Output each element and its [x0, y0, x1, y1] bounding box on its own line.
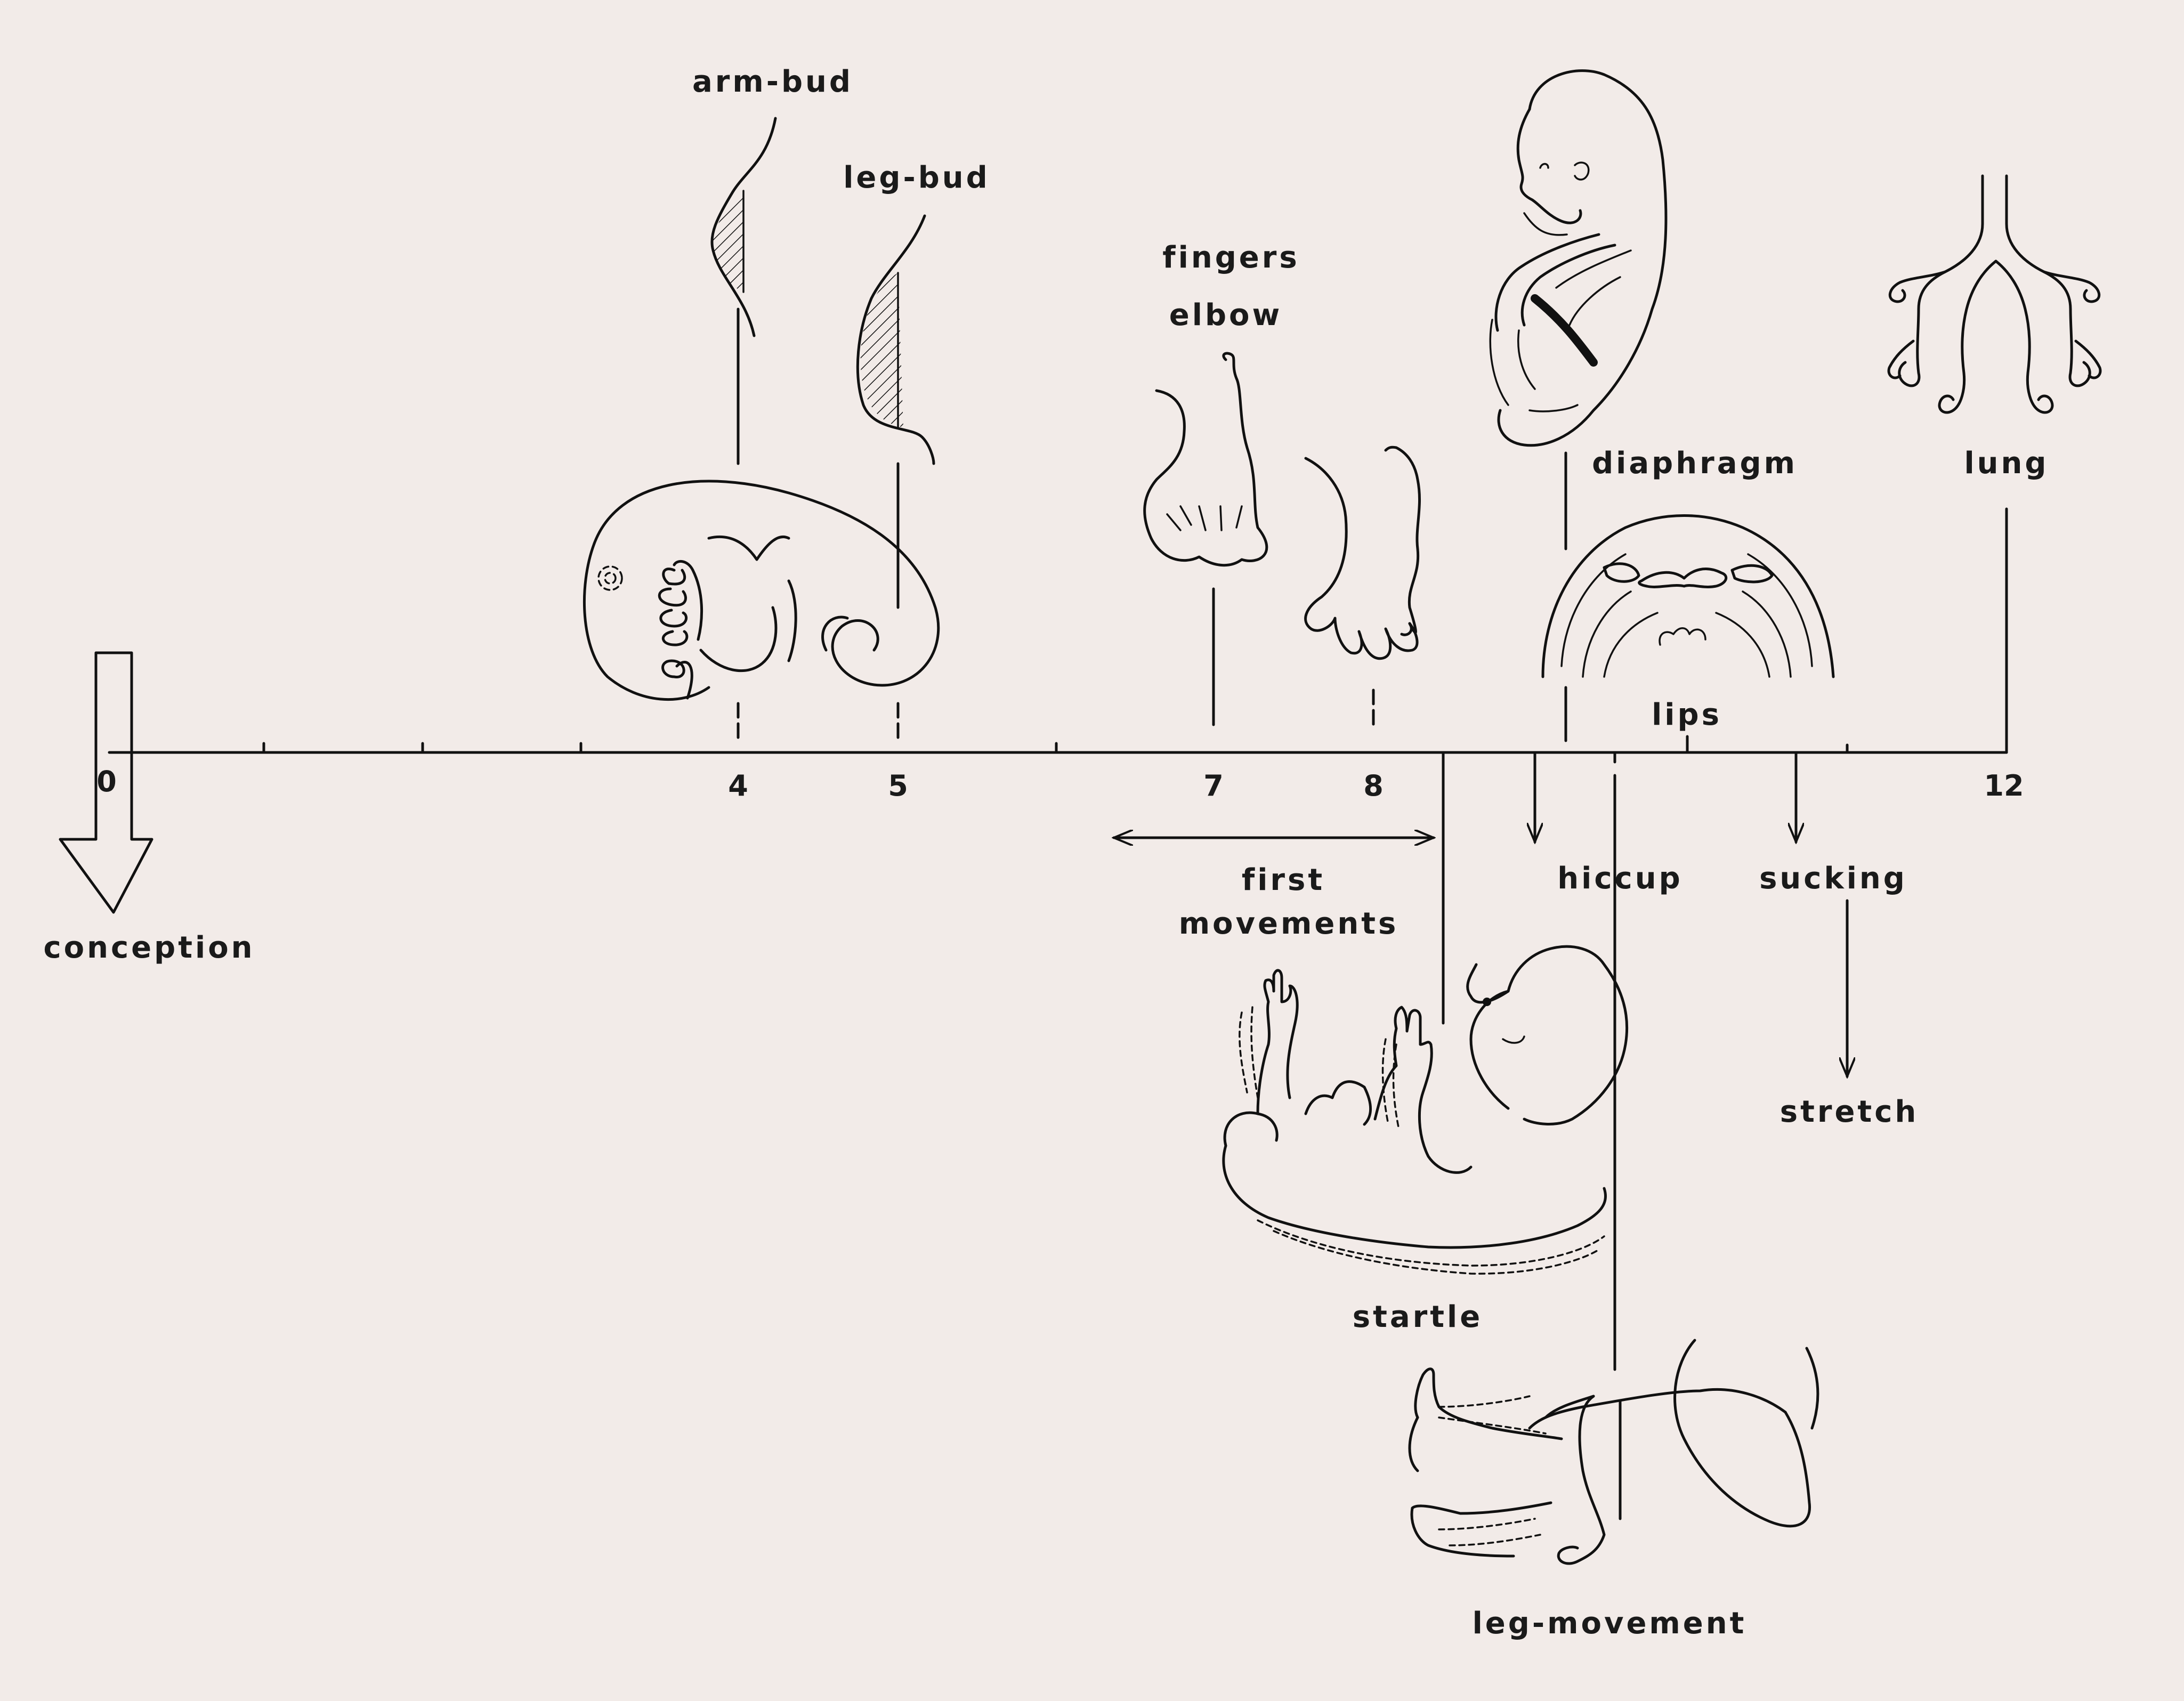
leg-movement-label: leg-movement — [1473, 1606, 1747, 1641]
lips-label: lips — [1652, 698, 1722, 732]
diaphragm-illustration — [1489, 69, 1668, 550]
lung-label: lung — [1964, 446, 2049, 481]
diaphragm-label: diaphragm — [1592, 446, 1798, 481]
axis-ticks — [262, 739, 2008, 754]
startle-label: startle — [1353, 1300, 1483, 1334]
tick-label-12: 12 — [1984, 769, 2024, 803]
first-movements-label-line2: movements — [1179, 906, 1399, 941]
startle-fetus-illustration — [1222, 945, 1629, 1275]
arm-bud-illustration — [710, 117, 777, 743]
lung-illustration — [1887, 174, 2102, 742]
leg-movement-fetus-illustration — [1408, 1339, 1819, 1565]
timeline-axis: 0 4 5 7 8 12 — [96, 739, 2024, 803]
conception-label: conception — [43, 930, 255, 965]
lips-face-illustration — [1541, 514, 1835, 742]
arm-with-fingers-illustration — [1304, 446, 1421, 726]
tick-label-5: 5 — [888, 769, 908, 803]
leg-bud-label: leg-bud — [843, 160, 990, 195]
stretch-label: stretch — [1780, 1095, 1919, 1129]
embryo-illustration — [583, 480, 940, 701]
hiccup-label: hiccup — [1557, 861, 1683, 896]
fingers-label: fingers — [1162, 240, 1299, 275]
paddle-hand-illustration — [1143, 352, 1268, 726]
conception-arrow-icon — [59, 651, 153, 914]
leg-bud-illustration — [856, 214, 935, 743]
elbow-label: elbow — [1169, 298, 1282, 333]
tick-label-8: 8 — [1363, 769, 1384, 803]
first-movements-label-line1: first — [1242, 863, 1325, 897]
tick-label-7: 7 — [1203, 769, 1224, 803]
arm-bud-label: arm-bud — [692, 64, 853, 99]
tick-label-0: 0 — [96, 765, 117, 798]
sucking-label: sucking — [1759, 861, 1907, 896]
tick-label-4: 4 — [728, 769, 748, 803]
